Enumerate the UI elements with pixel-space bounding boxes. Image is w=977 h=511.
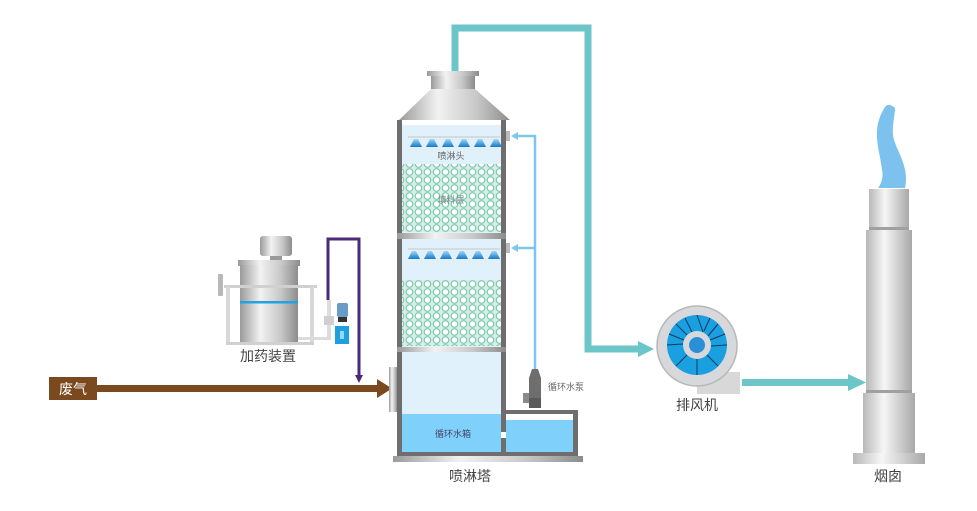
spray-nozzles-upper (410, 139, 502, 147)
chimney-label: 烟囱 (874, 469, 902, 485)
circulation-water-pipe (511, 132, 537, 370)
dosing-motor (260, 236, 292, 256)
spray-tower: 填料层 喷淋头 循环水箱 (389, 71, 583, 485)
waste-gas-inlet: 废气 (49, 377, 392, 400)
circulation-pump-label: 循环水泵 (548, 381, 584, 393)
packing-layer-label: 填料层 (437, 194, 464, 206)
tower-cone (399, 89, 510, 120)
waste-gas-pipe (97, 385, 379, 392)
waste-gas-arrow-icon (377, 379, 392, 398)
tower-base (393, 456, 583, 462)
dosing-pipe (326, 237, 361, 378)
gas-arrow-icon (638, 341, 654, 357)
water-arrow-icon (511, 244, 518, 252)
spray-nozzles-lower (408, 251, 500, 259)
smoke-icon (876, 104, 907, 188)
chimney: 烟囱 (853, 104, 925, 485)
gas-pipe-fan-to-chimney (742, 379, 850, 386)
spray-head-label: 喷淋头 (437, 150, 464, 162)
waste-gas-label: 废气 (59, 382, 87, 398)
packing-layer-upper (402, 164, 501, 232)
packing-layer-lower (402, 280, 501, 346)
dosing-pump (337, 303, 348, 317)
gas-arrow-icon (848, 374, 866, 391)
water-arrow-icon (511, 132, 518, 140)
dosing-device-label: 加药装置 (240, 349, 296, 365)
fan-blades-icon (666, 314, 728, 375)
circulation-pump: 循环水泵 (523, 369, 584, 408)
gas-pipe-tower-to-fan (451, 24, 640, 353)
waste-gas-label-box (49, 377, 97, 400)
dosing-arrow-icon (355, 375, 363, 383)
exhaust-fan-label: 排风机 (676, 398, 718, 414)
exhaust-fan: 排风机 (656, 305, 740, 414)
circulation-tank-water (402, 414, 501, 452)
dosing-liquid-level (240, 301, 298, 304)
dosing-tank (240, 265, 298, 345)
spray-tower-label: 喷淋塔 (449, 469, 491, 485)
tower-inlet-flange (389, 367, 397, 412)
circulation-tank-label: 循环水箱 (435, 428, 471, 440)
dosing-device: 加药装置 (218, 236, 349, 365)
